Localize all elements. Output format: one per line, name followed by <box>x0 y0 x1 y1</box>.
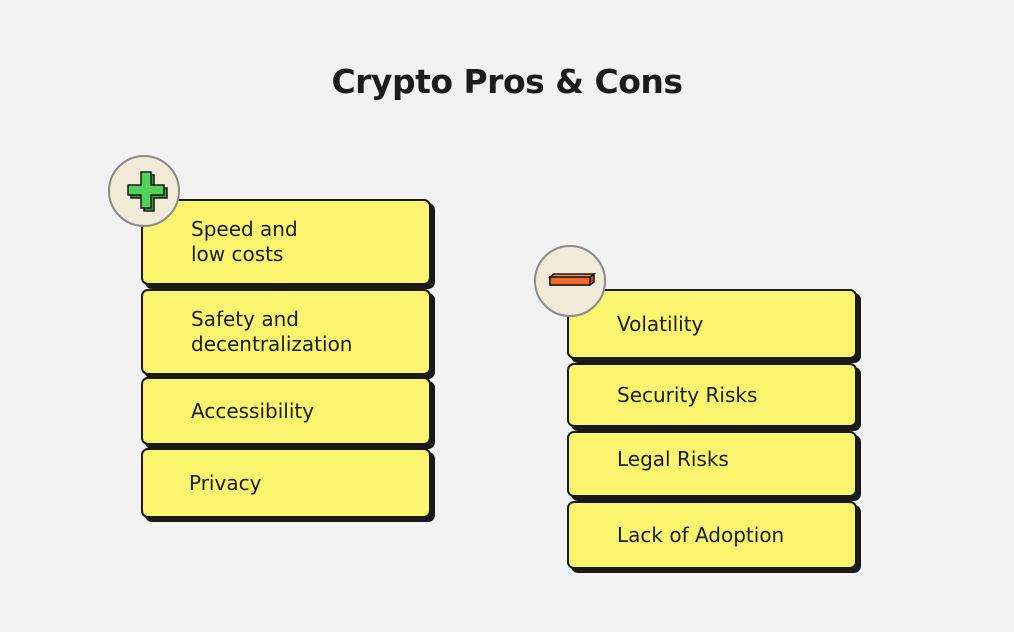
con-label: Lack of Adoption <box>617 522 785 547</box>
con-card-volatility: Volatility <box>567 289 857 359</box>
minus-icon <box>547 272 597 286</box>
con-card-adoption: Lack of Adoption <box>567 501 857 569</box>
page-title: Crypto Pros & Cons <box>331 62 683 101</box>
con-card-security: Security Risks <box>567 363 857 427</box>
pro-card-accessibility: Accessibility <box>141 377 431 445</box>
pro-card-speed: Speed and low costs <box>141 199 431 285</box>
con-label: Legal Risks <box>617 446 729 471</box>
con-card-legal: Legal Risks <box>567 431 857 497</box>
con-label: Security Risks <box>617 382 758 407</box>
con-label: Volatility <box>617 311 704 336</box>
pro-card-privacy: Privacy <box>141 448 431 518</box>
pro-label: Privacy <box>189 470 262 495</box>
pro-label: Accessibility <box>191 398 315 423</box>
pro-label: Speed and low costs <box>191 217 298 266</box>
pro-card-safety: Safety and decentralization <box>141 289 431 375</box>
pros-badge <box>108 155 180 227</box>
plus-icon <box>127 171 168 212</box>
pro-label: Safety and decentralization <box>191 307 353 356</box>
cons-badge <box>534 245 606 317</box>
